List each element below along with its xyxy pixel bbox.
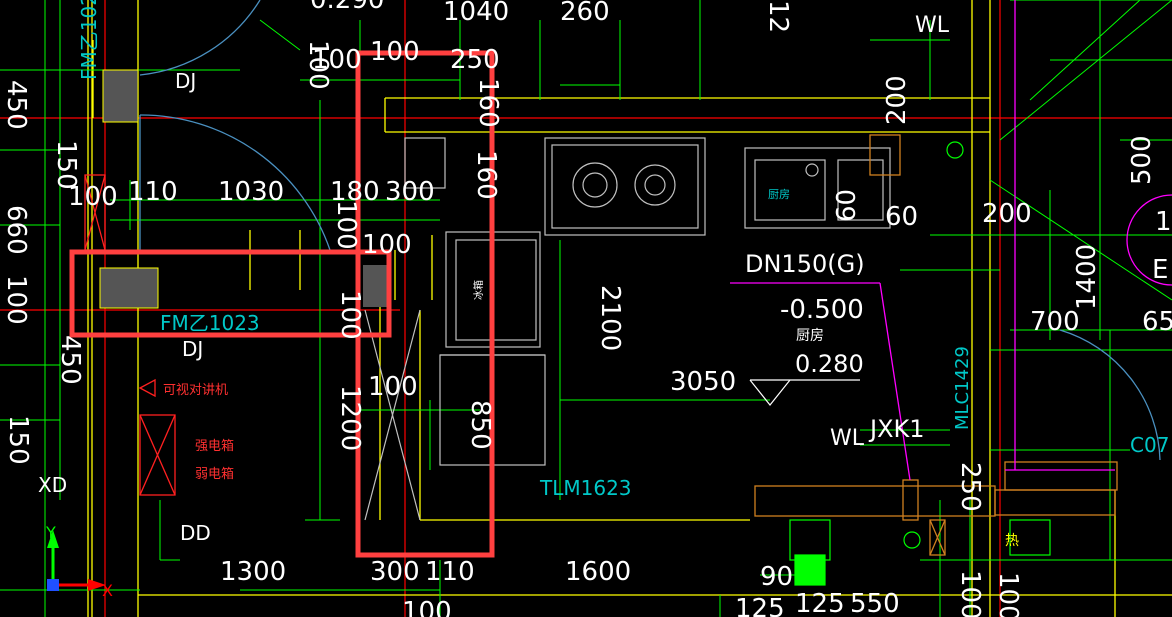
dim-12: 12 — [763, 0, 793, 33]
dim-60a: 60 — [832, 189, 862, 222]
label-level-pos: 0.280 — [795, 350, 864, 378]
label-strong-box: 强电箱 — [195, 438, 234, 454]
label-tlm: TLM1623 — [539, 476, 632, 500]
dim-110b: 110 — [425, 557, 475, 587]
kitchen-fixtures — [364, 137, 891, 521]
dim-90: 90 — [760, 562, 793, 592]
label-c07: C07 — [1130, 433, 1169, 457]
label-dj-mid: DJ — [182, 337, 203, 361]
dim-1040: 1040 — [443, 0, 509, 27]
dim-100g: 100 — [335, 290, 365, 340]
label-weak-box: 弱电箱 — [195, 466, 234, 482]
magenta-fixtures — [730, 0, 1172, 481]
dim-65: 65 — [1142, 307, 1172, 337]
dim-100e: 100 — [331, 200, 361, 250]
label-fm-top: FM乙1023 — [77, 0, 101, 80]
level-markers — [749, 379, 860, 406]
dim-150b: 150 — [3, 415, 33, 465]
misc-labels: 冰箱 热 — [472, 280, 1019, 549]
label-fridge: 冰箱 — [472, 280, 485, 300]
door-arcs — [139, 0, 1161, 461]
dim-1300: 1300 — [220, 557, 286, 587]
dim-250b: 250 — [955, 462, 985, 512]
dim-550: 550 — [850, 589, 900, 617]
dim-100i: 100 — [402, 597, 452, 617]
dim-125b: 125 — [795, 589, 845, 617]
label-wl-mid: WL — [830, 426, 865, 451]
dim-100e2: 100 — [362, 230, 412, 260]
dim-160b: 160 — [471, 150, 501, 200]
label-fm-mid: FM乙1023 — [160, 311, 260, 335]
dim-700: 700 — [1030, 307, 1080, 337]
label-dj-top: DJ — [175, 69, 196, 93]
labels: WL WL JXK1 DJ DJ DD XD DN150(G) -0.500 0… — [38, 13, 1168, 545]
dim-60b: 60 — [885, 202, 918, 232]
dim-110a: 110 — [128, 177, 178, 207]
label-mlc: MLC1429 — [952, 346, 973, 430]
label-wl-top: WL — [915, 13, 950, 38]
dim-500: 500 — [1127, 135, 1157, 185]
ucs-icon — [47, 530, 106, 591]
dim-300b: 300 — [370, 557, 420, 587]
dim-100c: 100 — [370, 37, 420, 67]
dim-100f: 100 — [1, 275, 31, 325]
dim-850: 850 — [465, 400, 495, 450]
label-heater: 热 — [1005, 533, 1019, 549]
label-jxk1: JXK1 — [868, 415, 925, 443]
label-level-neg: -0.500 — [780, 295, 864, 325]
ucs-y-label: Y — [45, 523, 56, 542]
dim-300a: 300 — [385, 177, 435, 207]
dim-660: 660 — [1, 205, 31, 255]
dim-1200: 1200 — [335, 385, 365, 451]
dim-160a: 160 — [473, 78, 503, 128]
cyan-labels: FM乙1023 FM乙1023 TLM1623 MLC1429 C07 — [77, 0, 1169, 500]
dim-1600: 1600 — [565, 557, 631, 587]
dim-3050: 3050 — [670, 367, 736, 397]
red-labels: 可视对讲机 强电箱 弱电箱 — [163, 383, 234, 482]
label-e: E — [1152, 255, 1168, 285]
dim-250a: 250 — [450, 45, 500, 75]
label-intercom: 可视对讲机 — [163, 383, 228, 398]
dim-1030: 1030 — [218, 177, 284, 207]
dim-100d: 100 — [68, 182, 118, 212]
dim-200b: 200 — [982, 199, 1032, 229]
dim-1-right: 1 — [1155, 207, 1172, 237]
ucs-x-label: X — [102, 581, 113, 600]
hatched-walls — [99, 69, 391, 309]
dim-150a: 150 — [51, 140, 81, 190]
dim-260: 260 — [560, 0, 610, 27]
label-dn150: DN150(G) — [745, 250, 865, 278]
dim-100j: 100 — [955, 570, 985, 617]
label-kitchen-small: 厨房 — [768, 188, 790, 201]
dim-125a: 125 — [735, 594, 785, 617]
red-equipment — [84, 174, 176, 496]
label-kitchen: 厨房 — [796, 328, 824, 344]
label-xd: XD — [38, 473, 67, 497]
dim-100k: 100 — [993, 572, 1023, 617]
dim-100h: 100 — [368, 372, 418, 402]
dim-100b: 100 — [312, 45, 362, 75]
orange-fixtures — [754, 134, 1118, 556]
dim-200a: 200 — [882, 75, 912, 125]
dim-2100: 2100 — [595, 285, 625, 351]
dim-1400: 1400 — [1072, 244, 1102, 310]
dim-180: 180 — [330, 177, 380, 207]
label-dd: DD — [180, 521, 211, 545]
dim-450a: 450 — [1, 80, 31, 130]
ucs-labels: Y X — [45, 523, 113, 600]
dim-100-rot: 100 — [303, 40, 333, 90]
dim-450b: 450 — [55, 335, 85, 385]
selection-highlights — [69, 50, 495, 558]
green-fixtures — [789, 141, 1051, 586]
dim-0290: 0.290 — [310, 0, 384, 15]
